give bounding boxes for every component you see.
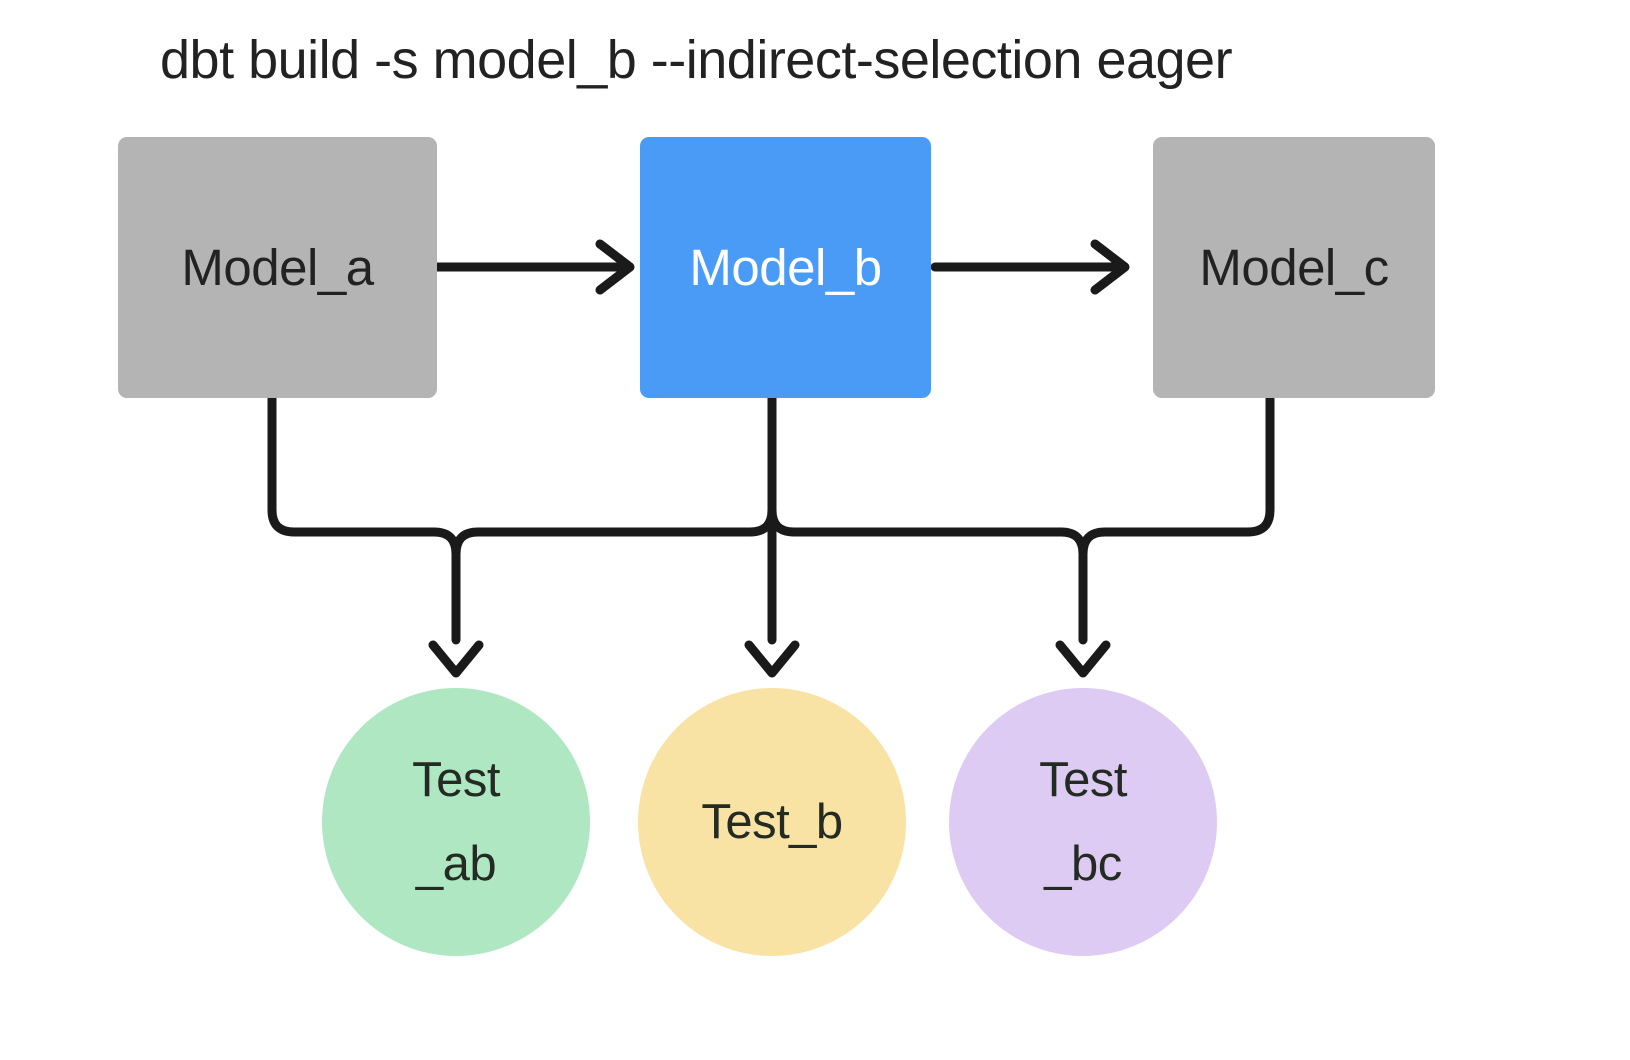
node-test-ab-text: Test _ab (412, 738, 500, 906)
node-model-a[interactable]: Model_a (118, 137, 437, 398)
node-model-a-label: Model_a (181, 239, 374, 296)
node-model-c-label: Model_c (1199, 239, 1389, 296)
node-test-bc[interactable]: Test _bc (949, 688, 1217, 956)
node-model-b-label: Model_b (689, 239, 882, 296)
node-test-ab-label-line1: Test (412, 753, 500, 807)
arrowhead-test-ab-in (428, 640, 484, 678)
node-test-b-text: Test_b (701, 780, 843, 864)
edge-model-b-to-test-ab (451, 393, 777, 559)
node-test-bc-label-line2: _bc (1044, 837, 1122, 891)
node-model-b[interactable]: Model_b (640, 137, 931, 398)
edge-model-b-to-test-bc (767, 393, 1088, 645)
arrowhead-test-bc-in (1055, 640, 1111, 678)
node-model-c[interactable]: Model_c (1153, 137, 1435, 398)
edge-model-a-to-test-ab (267, 393, 461, 645)
arrowhead-model-b-in (595, 239, 635, 295)
node-test-b-label-line1: Test_b (701, 795, 843, 849)
edge-model-c-to-test-bc (1078, 393, 1275, 559)
node-test-ab-label-line2: _ab (415, 837, 497, 891)
arrowhead-model-c-in (1090, 239, 1130, 295)
node-test-bc-label-line1: Test (1039, 753, 1127, 807)
node-test-b[interactable]: Test_b (638, 688, 906, 956)
node-test-bc-text: Test _bc (1039, 738, 1127, 906)
node-test-ab[interactable]: Test _ab (322, 688, 590, 956)
page-title: dbt build -s model_b --indirect-selectio… (160, 30, 1233, 90)
arrowhead-test-b-in (744, 640, 800, 678)
